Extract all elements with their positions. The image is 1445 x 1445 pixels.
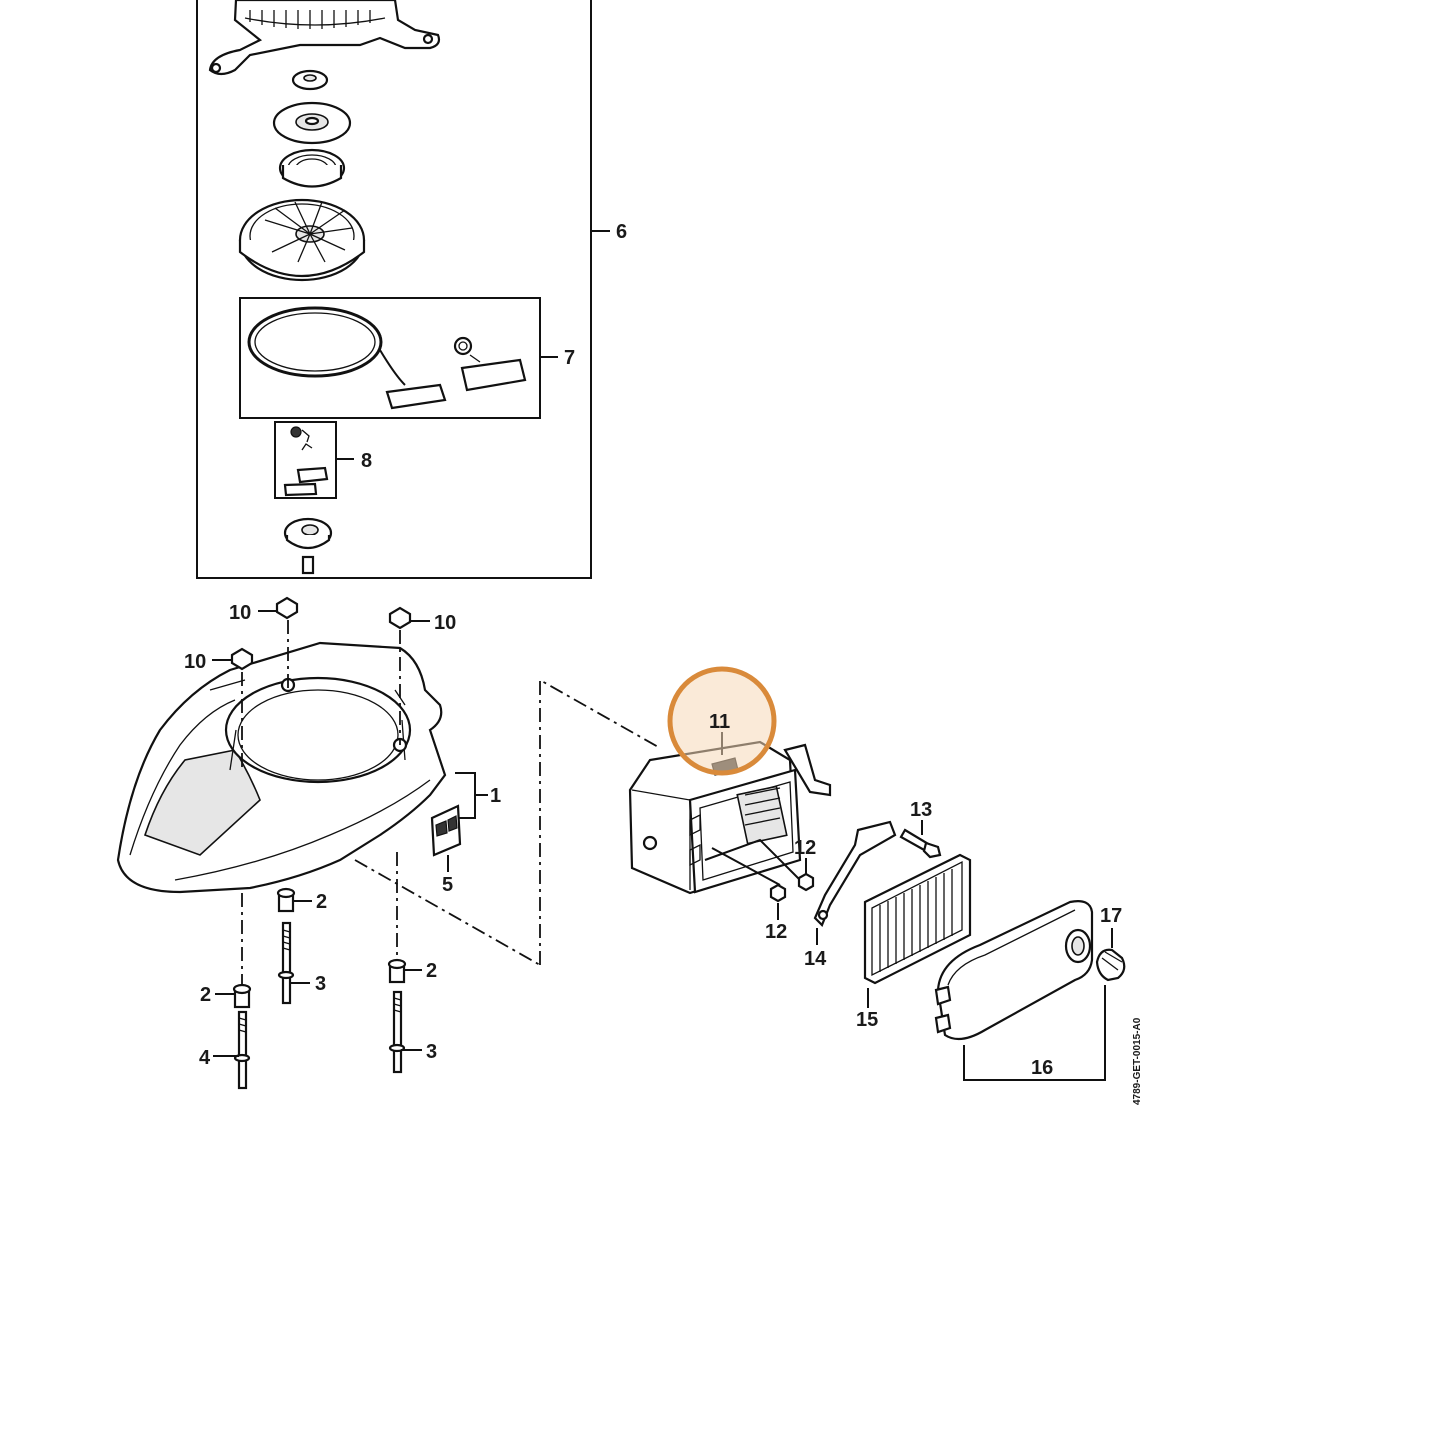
part-label-17: 17 bbox=[1100, 905, 1122, 927]
starter-housing bbox=[208, 0, 441, 76]
nut-12-b bbox=[769, 883, 787, 920]
starter-driver bbox=[283, 517, 333, 575]
starter-assembly-group bbox=[196, 0, 610, 579]
part-label-14: 14 bbox=[804, 948, 827, 970]
nut-12-a bbox=[797, 858, 815, 892]
part-label-7: 7 bbox=[564, 347, 575, 369]
screw-13 bbox=[899, 820, 942, 859]
part-label-12-a: 12 bbox=[794, 837, 816, 859]
filter-cover bbox=[934, 900, 1106, 1081]
air-filter-base bbox=[628, 732, 832, 895]
starter-rope-kit bbox=[239, 297, 558, 419]
spacer-2-c bbox=[387, 852, 422, 984]
part-label-4: 4 bbox=[199, 1047, 211, 1069]
starter-cap bbox=[291, 69, 329, 91]
highlight-circle bbox=[667, 666, 777, 776]
decal-plate bbox=[430, 804, 462, 872]
part-label-10-b: 10 bbox=[434, 612, 456, 634]
rope-rotor bbox=[238, 198, 366, 282]
part-label-3-a: 3 bbox=[315, 973, 326, 995]
fan-housing bbox=[116, 641, 488, 894]
part-label-10-a: 10 bbox=[229, 602, 251, 624]
part-label-15: 15 bbox=[856, 1009, 878, 1031]
part-label-2-b: 2 bbox=[200, 984, 211, 1006]
filter-element bbox=[863, 853, 972, 1008]
part-label-11: 11 bbox=[709, 711, 730, 733]
stud-4 bbox=[213, 1010, 251, 1090]
washer-disc bbox=[272, 101, 352, 145]
spacer-2-b bbox=[215, 893, 252, 1009]
nut-10-a bbox=[258, 596, 299, 688]
bracket-14 bbox=[813, 820, 897, 945]
stud-3-b bbox=[388, 990, 422, 1074]
part-label-1: 1 bbox=[490, 785, 501, 807]
cover-knob bbox=[1095, 928, 1126, 982]
part-label-2-c: 2 bbox=[426, 960, 437, 982]
part-label-10-c: 10 bbox=[184, 651, 206, 673]
part-label-3-b: 3 bbox=[426, 1041, 437, 1063]
part-label-12-b: 12 bbox=[765, 921, 787, 943]
drawing-code: 4789-GET-0015-A0 bbox=[1132, 1017, 1143, 1105]
assembly-guide-lines bbox=[354, 678, 661, 966]
nut-10-b bbox=[388, 606, 430, 745]
nut-10-c bbox=[212, 647, 254, 770]
part-label-13: 13 bbox=[910, 799, 932, 821]
filter-pleats bbox=[879, 869, 953, 972]
rewind-spring bbox=[278, 148, 346, 188]
part-label-6: 6 bbox=[616, 221, 627, 243]
part-label-2-a: 2 bbox=[316, 891, 327, 913]
part-label-16: 16 bbox=[1031, 1057, 1053, 1079]
stud-3-a bbox=[277, 921, 310, 1005]
part-label-5: 5 bbox=[442, 874, 453, 896]
spacer-2-a bbox=[276, 887, 312, 913]
pawl-kit bbox=[274, 421, 354, 499]
part-label-8: 8 bbox=[361, 450, 372, 472]
